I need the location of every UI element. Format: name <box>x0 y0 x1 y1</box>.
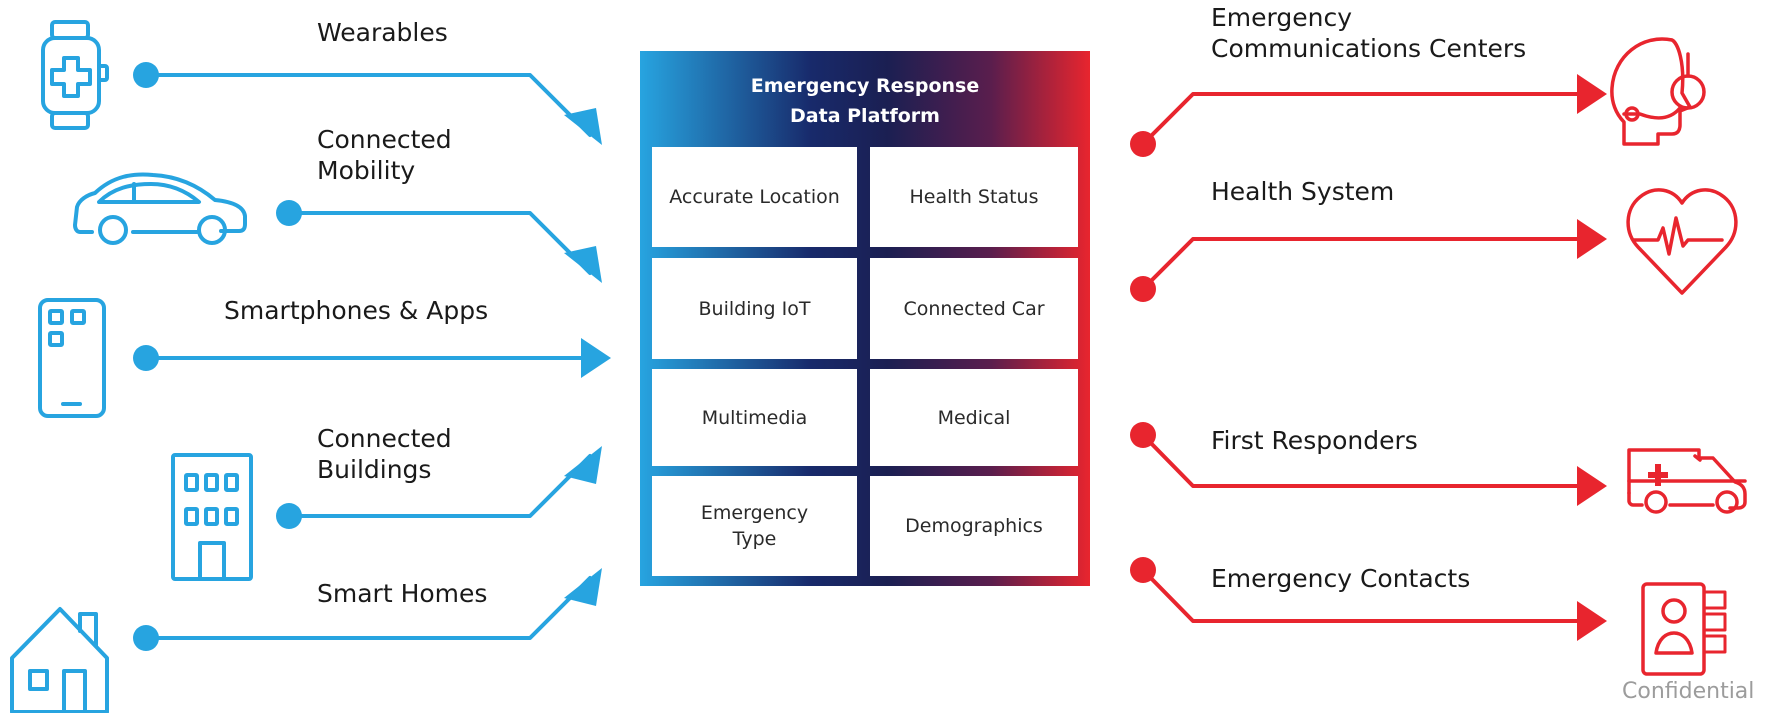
headset-operator-icon <box>1610 37 1706 146</box>
input-label-connected-buildings: Connected Buildings <box>317 423 452 485</box>
output-label-line: Emergency <box>1211 3 1353 32</box>
ambulance-icon <box>1627 448 1747 514</box>
platform-cell-label: Emergency Type <box>700 502 809 550</box>
output-label-health-system: Health System <box>1211 176 1394 207</box>
input-label-smart-homes: Smart Homes <box>317 578 487 609</box>
input-label-line: Connected <box>317 125 452 154</box>
platform-cell-demographics: Demographics <box>870 476 1078 576</box>
input-label-line: Mobility <box>317 156 416 185</box>
heart-pulse-icon <box>1626 188 1738 295</box>
platform-cell-building-iot: Building IoT <box>652 258 857 359</box>
platform-cell-multimedia: Multimedia <box>652 369 857 466</box>
platform-title: Emergency Response Data Platform <box>640 71 1090 131</box>
input-label-wearables: Wearables <box>317 17 448 48</box>
output-label-emergency-contacts: Emergency Contacts <box>1211 563 1470 594</box>
car-icon <box>73 172 247 245</box>
input-label-line: Smartphones & Apps <box>224 296 489 325</box>
platform-cell-label: Multimedia <box>701 406 808 429</box>
platform-cell-accurate-location: Accurate Location <box>652 147 857 247</box>
output-label-line: Communications Centers <box>1211 34 1527 63</box>
building-icon <box>171 453 253 581</box>
platform-cell-label: Building IoT <box>698 297 811 320</box>
input-label-line: Wearables <box>317 18 448 47</box>
smartwatch-icon <box>41 20 109 130</box>
input-label-line: Buildings <box>317 455 432 484</box>
platform-cell-label: Medical <box>937 406 1011 429</box>
platform-title-line: Data Platform <box>790 105 940 127</box>
platform-cell-connected-car: Connected Car <box>870 258 1078 359</box>
output-label-line: Health System <box>1211 177 1395 206</box>
house-icon <box>10 607 109 713</box>
output-label-line: First Responders <box>1211 426 1418 455</box>
platform-cell-label: Connected Car <box>903 297 1045 320</box>
input-label-line: Smart Homes <box>317 579 488 608</box>
output-label-line: Emergency Contacts <box>1211 564 1471 593</box>
input-label-connected-mobility: Connected Mobility <box>317 124 452 186</box>
platform-cell-label: Health Status <box>909 186 1039 208</box>
platform-cell-emergency-type: Emergency Type <box>652 476 857 576</box>
platform-cell-label: Demographics <box>905 515 1043 537</box>
platform-cell-medical: Medical <box>870 369 1078 466</box>
emergency-response-data-platform: Emergency Response Data Platform Accurat… <box>640 51 1090 586</box>
input-label-line: Connected <box>317 424 452 453</box>
contact-book-icon <box>1641 582 1727 676</box>
input-label-smartphones-apps: Smartphones & Apps <box>224 295 488 326</box>
platform-cell-label: Accurate Location <box>669 186 840 208</box>
platform-cell-health-status: Health Status <box>870 147 1078 247</box>
output-label-emergency-communications-centers: Emergency Communications Centers <box>1211 2 1526 64</box>
output-label-first-responders: First Responders <box>1211 425 1418 456</box>
platform-title-line: Emergency Response <box>750 75 980 97</box>
smartphone-icon <box>38 298 106 418</box>
confidential-footer: Confidential <box>1622 679 1755 704</box>
